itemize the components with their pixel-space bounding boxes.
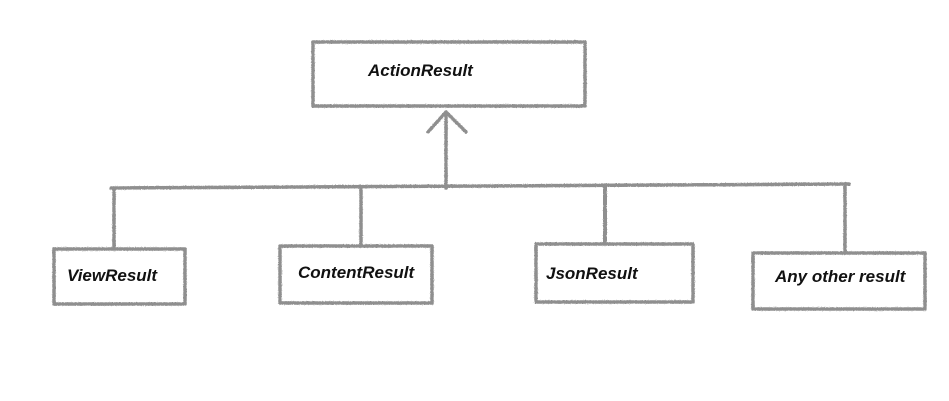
inheritance-arrowhead xyxy=(426,110,468,134)
json-result-label: JsonResult xyxy=(546,264,639,283)
content-result-box xyxy=(278,244,434,305)
content-result-label: ContentResult xyxy=(298,263,416,282)
any-other-result-box xyxy=(751,251,927,311)
view-result-label: ViewResult xyxy=(67,266,158,285)
any-other-result-label: Any other result xyxy=(774,267,907,286)
json-result-box xyxy=(534,242,695,304)
connector-bus xyxy=(109,182,851,190)
view-result-box xyxy=(52,247,187,306)
root-box xyxy=(311,40,587,108)
root-label: ActionResult xyxy=(367,61,474,80)
